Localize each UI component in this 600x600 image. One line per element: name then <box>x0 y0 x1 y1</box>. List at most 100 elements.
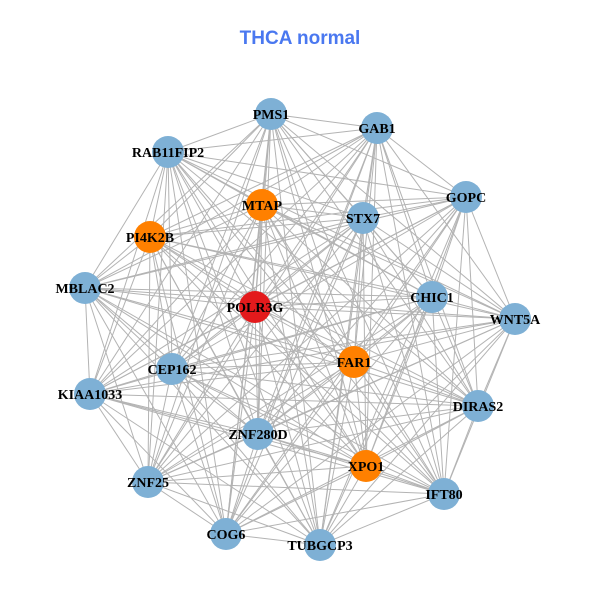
edge <box>171 217 364 370</box>
edge <box>225 318 516 535</box>
edge <box>147 236 151 483</box>
edge <box>254 306 516 320</box>
node-wnt5a: WNT5A <box>490 303 541 335</box>
edge <box>353 196 467 363</box>
figure-title: THCA normal <box>239 28 361 49</box>
edge <box>149 236 516 320</box>
edge <box>171 204 263 370</box>
node-znf25: ZNF25 <box>127 466 169 498</box>
node-cep162: CEP162 <box>148 353 197 385</box>
edge <box>257 196 467 435</box>
edge <box>149 217 364 238</box>
edge <box>84 287 91 395</box>
edge <box>270 113 378 129</box>
edge <box>376 127 516 320</box>
node-circle <box>134 221 166 253</box>
node-rab11fip2: RAB11FIP2 <box>132 136 204 168</box>
node-circle <box>462 390 494 422</box>
edge <box>254 127 378 308</box>
node-pms1: PMS1 <box>253 98 289 130</box>
edge <box>147 481 445 495</box>
edge <box>149 236 433 298</box>
edge <box>261 204 364 219</box>
edge <box>353 127 378 363</box>
node-label: PI4K2B <box>126 231 174 246</box>
edge <box>89 296 433 395</box>
edge <box>167 151 227 535</box>
edge <box>171 368 367 467</box>
node-circle <box>69 272 101 304</box>
edge <box>365 127 378 467</box>
edge <box>167 127 378 153</box>
node-label: DIRAS2 <box>453 400 504 415</box>
edge <box>167 151 173 370</box>
edge <box>89 393 479 407</box>
edge <box>89 393 227 535</box>
node-label: ZNF280D <box>228 428 287 443</box>
edge <box>261 204 355 363</box>
node-circle <box>210 518 242 550</box>
node-circle <box>350 450 382 482</box>
edge <box>171 368 445 495</box>
node-label: ZNF25 <box>127 476 169 491</box>
edge <box>261 127 378 206</box>
edge <box>167 151 259 435</box>
node-label: STX7 <box>346 212 380 227</box>
edge <box>89 318 516 395</box>
node-circle <box>304 529 336 561</box>
edge <box>84 287 516 320</box>
edge <box>167 151 467 198</box>
edge <box>89 393 321 546</box>
edge <box>89 217 364 395</box>
edge <box>353 361 367 467</box>
node-circle <box>74 378 106 410</box>
edge <box>431 296 479 407</box>
node-ift80: IFT80 <box>425 478 463 510</box>
edge <box>84 287 445 495</box>
edge <box>167 113 272 153</box>
node-znf280d: ZNF280D <box>228 418 288 450</box>
node-chic1: CHIC1 <box>410 281 454 313</box>
node-label: WNT5A <box>490 313 541 328</box>
edge <box>254 204 263 308</box>
edge <box>147 296 433 483</box>
edge <box>225 361 355 535</box>
node-kiaa1033: KIAA1033 <box>58 378 123 410</box>
node-label: MTAP <box>242 199 283 214</box>
edge <box>147 151 169 483</box>
edge <box>465 196 479 407</box>
edge <box>147 481 321 546</box>
edge <box>167 151 321 546</box>
edge <box>149 204 263 238</box>
edge <box>254 296 433 308</box>
node-label: GOPC <box>446 191 486 206</box>
edge <box>84 287 149 483</box>
edge <box>84 204 263 289</box>
edge <box>257 433 321 546</box>
node-circle <box>499 303 531 335</box>
edge <box>89 113 272 395</box>
node-stx7: STX7 <box>346 202 380 234</box>
edge <box>261 204 479 407</box>
node-label: XPO1 <box>348 460 385 475</box>
edge <box>225 493 445 535</box>
node-label: KIAA1033 <box>58 388 123 403</box>
node-circle <box>347 202 379 234</box>
edge <box>257 127 378 435</box>
edge <box>84 127 378 289</box>
edge <box>362 217 433 298</box>
edge <box>270 113 467 198</box>
edge <box>261 196 467 206</box>
node-label: FAR1 <box>337 356 372 371</box>
node-label: COG6 <box>207 528 246 543</box>
edge <box>225 433 259 535</box>
edge <box>149 196 467 238</box>
edge <box>84 287 355 363</box>
edges <box>84 113 516 546</box>
edge <box>254 306 355 363</box>
edge <box>353 318 516 363</box>
edge <box>254 306 321 546</box>
edge <box>353 217 364 363</box>
